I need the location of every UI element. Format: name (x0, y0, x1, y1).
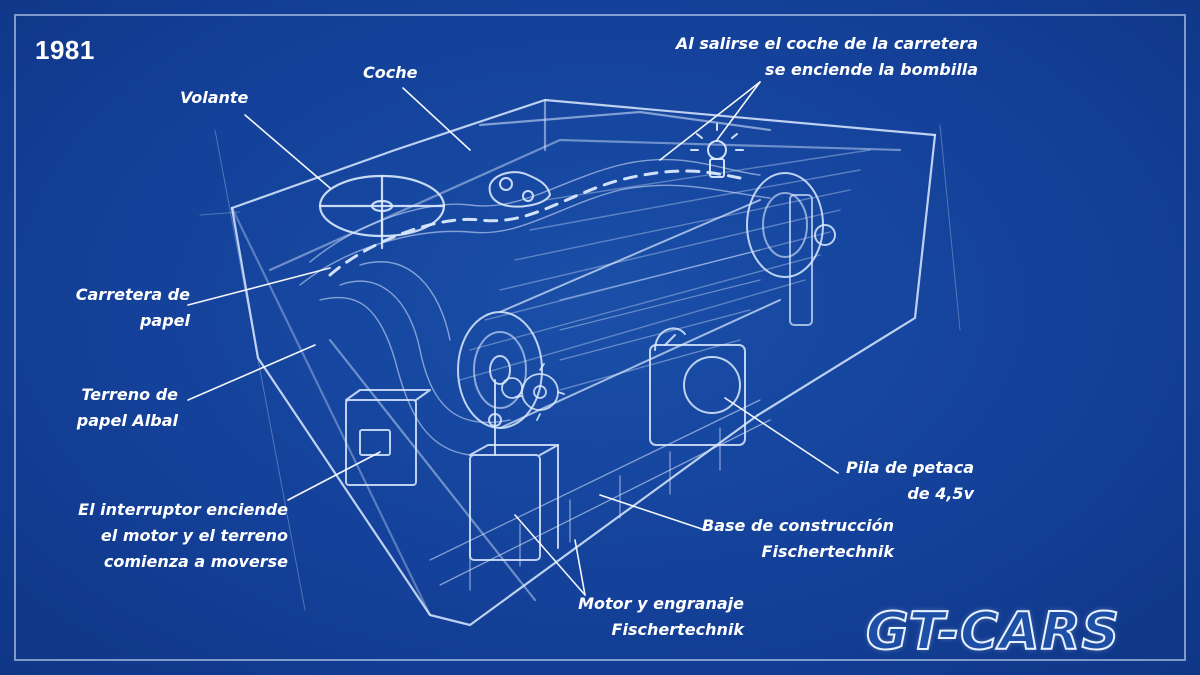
label-terreno: Terreno de papel Albal (77, 382, 178, 434)
label-bombilla: Al salirse el coche de la carretera se e… (676, 31, 978, 83)
gear-assembly (502, 364, 564, 420)
label-volante: Volante (180, 85, 248, 111)
label-carretera: Carretera de papel (76, 282, 190, 334)
label-base: Base de construcción Fischertechnik (702, 513, 894, 565)
battery (650, 328, 745, 445)
label-coche: Coche (363, 60, 417, 86)
steering-wheel (320, 176, 444, 248)
label-motor: Motor y engranaje Fischertechnik (578, 591, 744, 643)
label-interruptor: El interruptor enciende el motor y el te… (78, 497, 288, 575)
gt-cars-logo: GT-CARS (866, 602, 1151, 662)
year-label: 1981 (35, 35, 95, 66)
light-bulb (691, 124, 743, 177)
switch (346, 390, 430, 485)
road-centerline (330, 171, 740, 275)
toy-car (490, 172, 550, 206)
label-pila: Pila de petaca de 4,5v (846, 455, 974, 507)
